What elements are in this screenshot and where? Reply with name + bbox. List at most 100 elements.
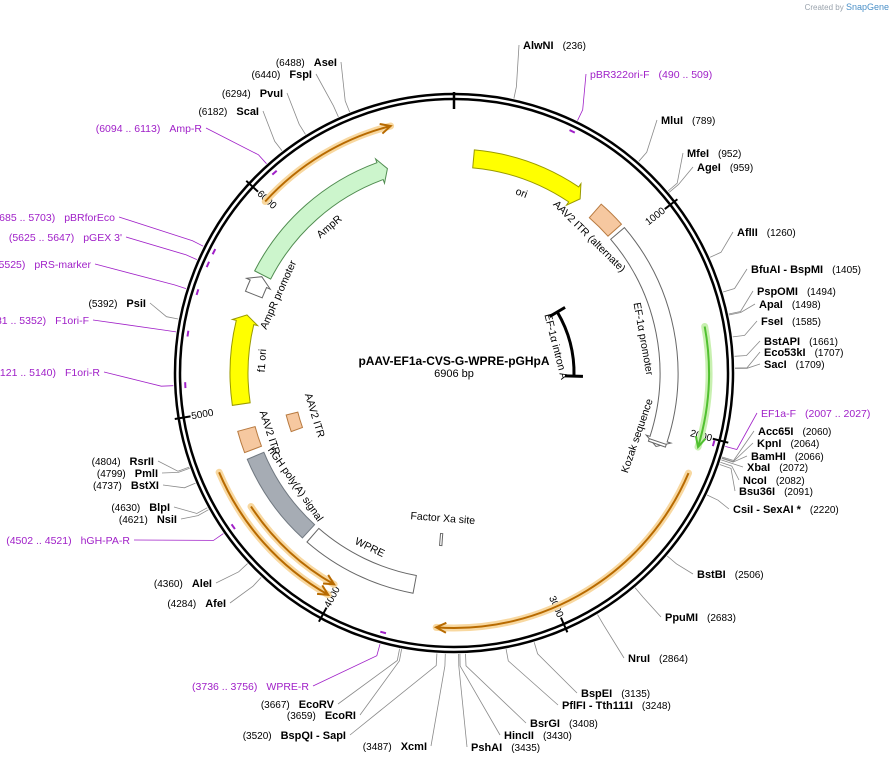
primer-range: (5625 .. 5647) — [9, 232, 74, 244]
orf-arrowhead — [694, 435, 707, 450]
feature-label: ori — [514, 186, 529, 201]
enzyme-site[interactable]: MluI(789) — [638, 115, 716, 162]
enzyme-site[interactable]: AseI(6488) — [276, 57, 351, 113]
credit-prefix: Created by — [804, 3, 844, 12]
enzyme-site[interactable]: NcoI(2082) — [720, 461, 805, 487]
enzyme-position: (1707) — [815, 348, 844, 359]
enzyme-name: BsrGI — [530, 718, 560, 730]
enzyme-site[interactable]: AfeI(4284) — [167, 577, 262, 610]
enzyme-site[interactable]: NruI(2864) — [597, 614, 688, 665]
enzyme-site[interactable]: Acc65I(2060) — [722, 426, 831, 461]
site-leader — [722, 430, 755, 461]
enzyme-site[interactable]: SacI(1709) — [734, 359, 825, 371]
enzyme-name: PpuMI — [665, 612, 698, 624]
site-leader — [734, 340, 761, 357]
primer-site[interactable]: WPRE-R(3736 .. 3756) — [192, 630, 387, 693]
site-leader — [118, 216, 204, 247]
enzyme-position: (789) — [692, 116, 715, 127]
enzyme-site[interactable]: Eco53kI(1707) — [734, 347, 844, 369]
site-leader — [161, 467, 190, 474]
primer-site[interactable]: EF1a-F(2007 .. 2027) — [711, 408, 871, 450]
site-leader — [465, 653, 527, 724]
enzyme-site[interactable]: PshAI(3435) — [458, 653, 540, 754]
enzyme-site[interactable]: AleI(4360) — [154, 563, 248, 590]
enzyme-site[interactable]: PpuMI(2683) — [634, 587, 736, 624]
enzyme-position: (4630) — [111, 503, 140, 514]
enzyme-name: AgeI — [697, 162, 721, 174]
enzyme-site[interactable]: XcmI (3487) — [363, 653, 446, 753]
orf-arc — [218, 471, 329, 596]
primer-site[interactable]: F1ori-F(5331 .. 5352) — [0, 315, 190, 337]
enzyme-site[interactable]: HincII(3430) — [459, 653, 572, 742]
enzyme-position: (1494) — [807, 287, 836, 298]
enzyme-site[interactable]: FseI(1585) — [732, 316, 821, 338]
enzyme-site[interactable]: ScaI(6182) — [198, 106, 283, 152]
enzyme-name: AflII — [737, 227, 758, 239]
enzyme-position: (2072) — [779, 463, 808, 474]
enzyme-site[interactable]: PspOMI (1494) — [728, 286, 836, 315]
enzyme-name: PspOMI — [757, 286, 798, 298]
enzyme-name: NruI — [628, 653, 650, 665]
enzyme-name: XcmI — [401, 741, 427, 753]
site-leader — [92, 319, 177, 333]
primer-site[interactable]: F1ori-R(5121 .. 5140) — [0, 367, 187, 389]
enzyme-name: BfuAI - BspMI — [751, 264, 823, 276]
site-leader — [125, 236, 198, 260]
enzyme-site[interactable]: BamHI(2066) — [721, 451, 824, 463]
enzyme-site[interactable]: BstBI(2506) — [666, 555, 764, 581]
enzyme-position: (3667) — [261, 700, 290, 711]
feature-label: AAV2 ITR — [257, 409, 283, 457]
enzyme-site[interactable]: BstXI(4737) — [93, 480, 196, 492]
enzyme-site[interactable]: BstAPI(1661) — [734, 336, 838, 357]
enzyme-position: (3487) — [363, 742, 392, 753]
primer-mark — [195, 289, 200, 296]
primer-site[interactable]: pRS-marker(5506 .. 5525) — [0, 259, 200, 296]
enzyme-site[interactable]: MfeI(952) — [667, 148, 741, 192]
primer-site[interactable]: hGH-PA-R(4502 .. 4521) — [6, 523, 236, 547]
enzyme-site[interactable]: BspQI - SapI(3520) — [243, 653, 438, 743]
enzyme-site[interactable]: EcoRV(3667) — [261, 648, 400, 711]
feature-label: Factor Xa site — [410, 510, 476, 527]
tick-4000 — [318, 607, 328, 623]
enzyme-position: (6182) — [198, 107, 227, 118]
primer-name: EF1a-F — [761, 408, 796, 420]
enzyme-site[interactable]: BfuAI - BspMI(1405) — [722, 264, 861, 293]
enzyme-site[interactable]: BspEI(3135) — [533, 642, 650, 700]
feature-shape — [246, 451, 316, 539]
enzyme-site[interactable]: BlpI(4630) — [111, 502, 208, 514]
enzyme-name: CsiI - SexAI * — [733, 504, 802, 516]
enzyme-position: (4360) — [154, 579, 183, 590]
orf-arrowhead — [316, 584, 331, 596]
enzyme-site[interactable]: AgeI(959) — [668, 162, 753, 193]
primer-site[interactable]: Amp-R(6094 .. 6113) — [96, 123, 278, 176]
site-leader — [668, 166, 694, 193]
enzyme-site[interactable]: XbaI(2072) — [721, 459, 808, 474]
enzyme-site[interactable]: EcoRI(3659) — [287, 649, 402, 722]
enzyme-site[interactable]: PsiI(5392) — [89, 298, 179, 320]
enzyme-site[interactable]: CsiI - SexAI *(2220) — [706, 494, 839, 516]
site-leader — [458, 653, 468, 748]
orf-arrowhead — [322, 574, 337, 586]
enzyme-site[interactable]: RsrII(4804) — [92, 456, 190, 472]
enzyme-site[interactable]: PmlI(4799) — [97, 467, 190, 480]
enzyme-site[interactable]: PvuI(6294) — [222, 88, 306, 135]
site-leader — [721, 459, 744, 468]
enzyme-position: (1709) — [796, 360, 825, 371]
primer-site[interactable]: pBRforEco(5685 .. 5703) — [0, 212, 217, 255]
enzyme-site[interactable]: FspI(6440) — [251, 69, 339, 118]
primer-site[interactable]: pBR322ori-F(490 .. 509) — [569, 69, 713, 134]
enzyme-site[interactable]: BsrGI(3408) — [465, 653, 598, 730]
enzyme-position: (1661) — [809, 337, 838, 348]
primer-range: (490 .. 509) — [659, 69, 713, 81]
enzyme-position: (4621) — [119, 515, 148, 526]
enzyme-site[interactable]: AflII(1260) — [709, 227, 796, 258]
enzyme-site[interactable]: Bsu36I(2091) — [719, 464, 813, 499]
orf-arrowhead — [379, 122, 393, 135]
enzyme-site[interactable]: AlwNI(236) — [513, 40, 586, 99]
enzyme-site[interactable]: PflFI - Tth111I(3248) — [505, 649, 671, 712]
enzyme-site[interactable]: ApaI(1498) — [728, 299, 821, 316]
primer-site[interactable]: pGEX 3'(5625 .. 5647) — [9, 232, 210, 268]
enzyme-site[interactable]: NsiI(4621) — [119, 509, 209, 526]
tick-6000 — [245, 180, 259, 193]
orf-arc — [436, 472, 690, 629]
